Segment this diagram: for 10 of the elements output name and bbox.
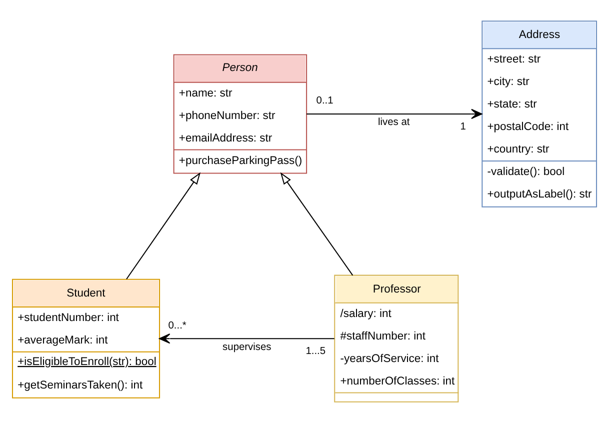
arrow <box>159 333 334 344</box>
edge-label: supervises <box>222 341 272 352</box>
arrow <box>280 172 354 276</box>
label: 1 <box>460 120 466 132</box>
label: 0...* <box>168 320 186 331</box>
arrow <box>306 108 482 119</box>
label: 1...5 <box>306 346 326 357</box>
arrow <box>126 172 201 279</box>
edge-label: lives at <box>378 116 410 128</box>
label: 0..1 <box>316 95 334 106</box>
